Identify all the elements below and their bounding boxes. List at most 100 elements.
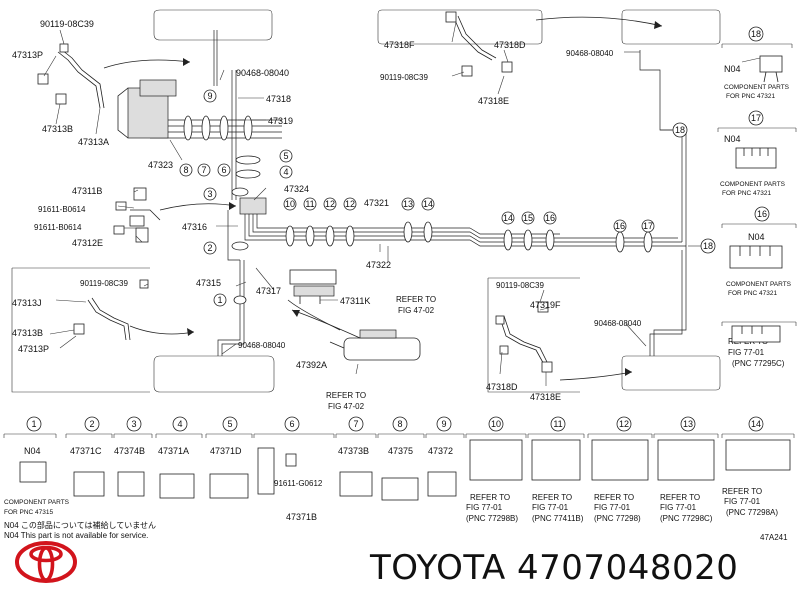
svg-text:(PNC 77298A): (PNC 77298A) [726, 508, 778, 517]
svg-text:47371D: 47371D [210, 446, 242, 456]
label-47313p-left: 47313P [18, 344, 49, 354]
svg-text:11: 11 [553, 419, 562, 429]
svg-text:14: 14 [503, 213, 513, 223]
figure-code: 47A241 [760, 533, 788, 542]
note-english: N04 This part is not available for servi… [4, 531, 148, 540]
svg-text:12: 12 [619, 419, 629, 429]
svg-text:FIG 77-01: FIG 77-01 [466, 503, 503, 512]
svg-text:FIG 77-01: FIG 77-01 [594, 503, 631, 512]
refer-top-1: REFER TO [396, 295, 436, 304]
callout-7: 7 [197, 163, 211, 177]
side-item-16: 16 N04 COMPONENT PARTS FOR PNC 47321 [721, 206, 797, 297]
toyota-logo [15, 541, 77, 583]
callout-14a: 14 [421, 197, 435, 211]
svg-text:N04: N04 [724, 134, 741, 144]
label-91611-2: 91611-B0614 [34, 223, 82, 232]
svg-text:COMPONENT PARTS: COMPONENT PARTS [724, 84, 790, 91]
svg-text:47371C: 47371C [70, 446, 102, 456]
callout-11: 11 [303, 197, 317, 211]
label-47318e-mid: 47318E [530, 392, 561, 402]
label-90468-rm: 90468-08040 [594, 319, 642, 328]
svg-text:REFER TO: REFER TO [470, 493, 510, 502]
callout-4: 4 [279, 165, 293, 179]
svg-text:REFER TO: REFER TO [532, 493, 572, 502]
bottom-item-5: 5 47371D [209, 416, 249, 499]
svg-text:15: 15 [523, 213, 533, 223]
svg-text:47371B: 47371B [286, 512, 317, 522]
svg-text:16: 16 [545, 213, 555, 223]
svg-text:4: 4 [177, 419, 182, 429]
svg-text:47374B: 47374B [114, 446, 145, 456]
label-47318d-mid: 47318D [486, 382, 518, 392]
label-47318e-top: 47318E [478, 96, 509, 106]
svg-text:(PNC 77298): (PNC 77298) [594, 514, 641, 523]
callout-18a: 18 [672, 122, 688, 138]
callout-15: 15 [521, 211, 535, 225]
svg-text:14: 14 [751, 419, 761, 429]
label-47311b: 47311B [72, 186, 102, 196]
label-47311k: 47311K [340, 296, 370, 306]
svg-text:18: 18 [751, 29, 761, 39]
svg-text:REFER TO: REFER TO [594, 493, 634, 502]
bottom-item-3: 3 47374B [114, 416, 145, 497]
svg-text:16: 16 [615, 221, 625, 231]
callout-8: 8 [179, 163, 193, 177]
label-90468-left: 90468-08040 [238, 341, 286, 350]
svg-text:FIG 77-01: FIG 77-01 [660, 503, 697, 512]
label-47312e: 47312E [72, 238, 103, 248]
label-90119-top: 90119-08C39 [40, 19, 94, 29]
diagram-callouts: 9 8 7 6 5 4 3 2 1 10 11 12 12 13 14 14 1… [179, 89, 716, 307]
svg-text:18: 18 [675, 125, 685, 135]
bottom-item-2: 2 47371C [70, 416, 105, 497]
svg-text:3: 3 [131, 419, 136, 429]
label-47319: 47319 [268, 116, 293, 126]
side-item-18: 18 N04 COMPONENT PARTS FOR PNC 47321 [721, 26, 793, 100]
label-47313p-top: 47313P [12, 50, 43, 60]
svg-text:N04: N04 [724, 64, 741, 74]
label-47321: 47321 [364, 198, 389, 208]
svg-text:9: 9 [441, 419, 446, 429]
bottom-item-8: 8 47375 [381, 416, 419, 501]
label-47317: 47317 [256, 286, 281, 296]
label-47324: 47324 [284, 184, 309, 194]
side-item-17: 17 N04 COMPONENT PARTS FOR PNC 47321 [717, 110, 797, 197]
svg-text:1: 1 [31, 419, 36, 429]
callout-6: 6 [217, 163, 231, 177]
svg-text:16: 16 [757, 209, 767, 219]
svg-text:8: 8 [397, 419, 402, 429]
callout-13: 13 [401, 197, 415, 211]
bottom-item-4: 4 47371A [158, 416, 195, 499]
svg-text:18: 18 [703, 241, 713, 251]
svg-text:47375: 47375 [388, 446, 413, 456]
svg-text:7: 7 [201, 165, 206, 175]
svg-text:FIG 77-01: FIG 77-01 [724, 497, 761, 506]
svg-text:17: 17 [751, 113, 761, 123]
svg-text:10: 10 [285, 199, 295, 209]
label-47319f: 47319F [530, 300, 561, 310]
callout-1: 1 [213, 293, 227, 307]
part-labels: 90119-08C39 47313P 47313B 47313A 90468-0… [12, 19, 785, 411]
svg-text:5: 5 [283, 151, 288, 161]
label-47318d-top: 47318D [494, 40, 526, 50]
label-47316: 47316 [182, 222, 207, 232]
label-90468-rt: 90468-08040 [566, 49, 614, 58]
master-cylinder [113, 79, 421, 361]
label-47313b-left: 47313B [12, 328, 43, 338]
side-panel: 18 N04 COMPONENT PARTS FOR PNC 47321 17 … [717, 26, 797, 343]
svg-text:6: 6 [289, 419, 294, 429]
svg-text:2: 2 [89, 419, 94, 429]
label-47392a: 47392A [296, 360, 327, 370]
svg-text:12: 12 [325, 199, 335, 209]
refer-rt-2: FIG 77-01 [728, 348, 765, 357]
callout-16b: 16 [613, 219, 627, 233]
callout-14b: 14 [501, 211, 515, 225]
label-47315: 47315 [196, 278, 221, 288]
svg-text:5: 5 [227, 419, 232, 429]
svg-text:47371A: 47371A [158, 446, 189, 456]
callout-9: 9 [203, 89, 217, 103]
